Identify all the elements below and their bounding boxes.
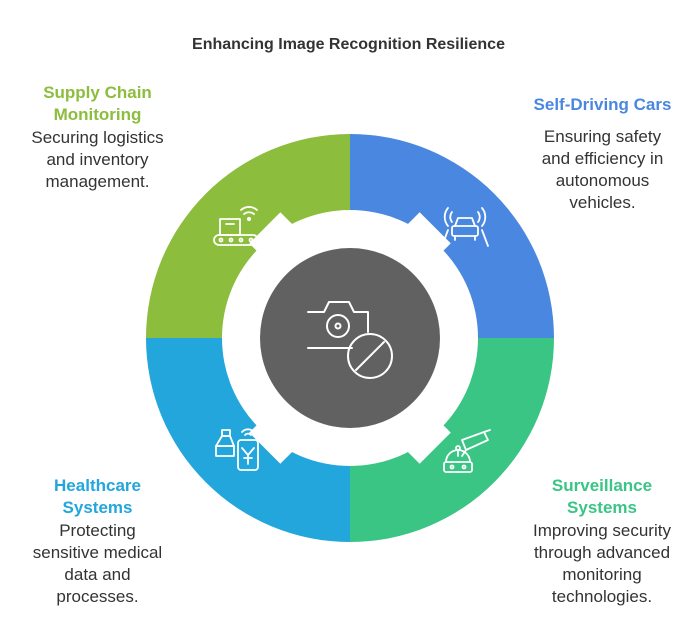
description-line: autonomous bbox=[555, 171, 650, 190]
text-block-supply-chain: Supply Chain Monitoring Securing logisti… bbox=[10, 82, 185, 193]
description-supply-chain: Securing logistics and inventory managem… bbox=[10, 127, 185, 193]
text-block-self-driving: Self-Driving Cars Ensuring safety and ef… bbox=[510, 94, 695, 214]
description-line: and efficiency in bbox=[541, 149, 664, 168]
description-line: Improving security bbox=[533, 521, 671, 540]
description-line: processes. bbox=[56, 587, 139, 606]
description-line: Securing logistics bbox=[31, 128, 164, 147]
heading-line: Supply Chain bbox=[43, 83, 152, 102]
autonomous-car-icon bbox=[441, 207, 489, 247]
description-healthcare: Protecting sensitive medical data and pr… bbox=[10, 520, 185, 608]
heading-line: Systems bbox=[62, 498, 133, 517]
description-surveillance: Improving security through advanced moni… bbox=[512, 520, 692, 608]
description-line: technologies. bbox=[551, 587, 653, 606]
description-line: and inventory bbox=[46, 150, 149, 169]
description-line: Ensuring safety bbox=[543, 127, 662, 146]
text-block-healthcare: Healthcare Systems Protecting sensitive … bbox=[10, 475, 185, 608]
heading-self-driving: Self-Driving Cars bbox=[510, 94, 695, 116]
heading-line: Healthcare bbox=[54, 476, 141, 495]
diagram-title: Enhancing Image Recognition Resilience bbox=[192, 36, 505, 53]
conveyor-box-wifi-icon bbox=[213, 206, 259, 246]
heading-line: Surveillance bbox=[551, 476, 653, 495]
description-line: vehicles. bbox=[569, 193, 636, 212]
heading-surveillance: Surveillance Systems bbox=[512, 475, 692, 519]
camera-blocked-icon bbox=[307, 301, 393, 379]
segment-supply-chain bbox=[146, 134, 350, 338]
medical-device-icon bbox=[215, 428, 259, 471]
text-block-surveillance: Surveillance Systems Improving security … bbox=[512, 475, 692, 608]
description-line: monitoring bbox=[562, 565, 642, 584]
heading-line: Systems bbox=[567, 498, 637, 517]
heading-line: Self-Driving Cars bbox=[533, 95, 672, 114]
description-line: sensitive medical bbox=[32, 543, 163, 562]
heading-healthcare: Healthcare Systems bbox=[10, 475, 185, 519]
center-circle bbox=[260, 248, 440, 428]
description-line: through advanced bbox=[533, 543, 671, 562]
heading-line: Monitoring bbox=[53, 105, 142, 124]
description-line: data and bbox=[64, 565, 131, 584]
heading-supply-chain: Supply Chain Monitoring bbox=[10, 82, 185, 126]
description-line: Protecting bbox=[59, 521, 136, 540]
segment-surveillance bbox=[350, 338, 554, 542]
description-self-driving: Ensuring safety and efficiency in autono… bbox=[510, 126, 695, 214]
security-camera-icon bbox=[443, 429, 491, 473]
description-line: management. bbox=[45, 172, 150, 191]
